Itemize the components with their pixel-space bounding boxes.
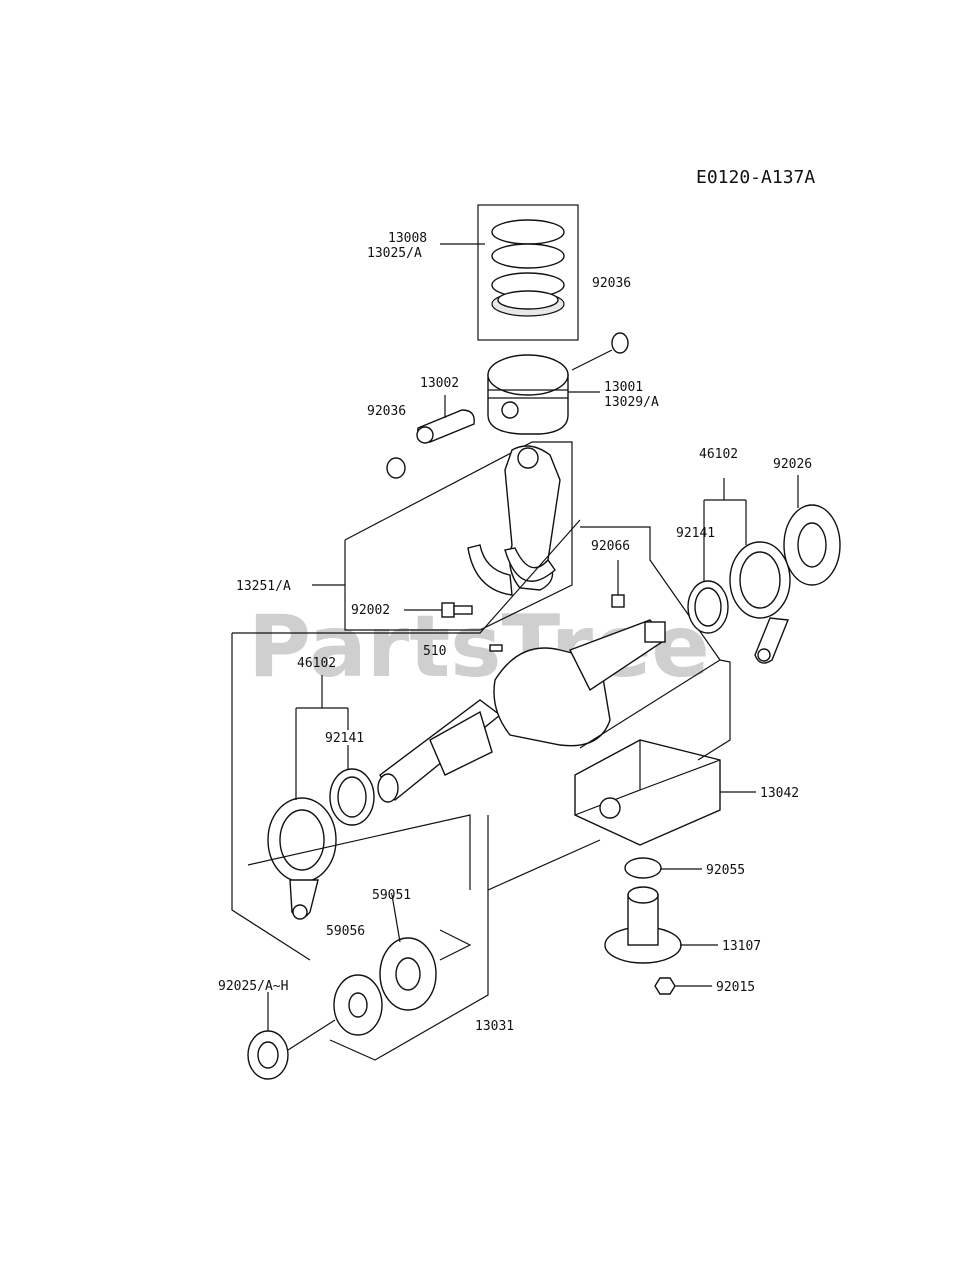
crankshaft-key[interactable]: [489, 644, 503, 652]
lower-box-left: [231, 633, 311, 961]
balancer-weight[interactable]: [574, 739, 721, 846]
label-92015: 92015: [716, 980, 755, 995]
label-13008: 13008: [388, 231, 427, 246]
label-92002: 92002: [351, 603, 390, 618]
nut[interactable]: [654, 977, 676, 995]
balancer-rod-right[interactable]: [729, 541, 791, 664]
piston-pin[interactable]: [416, 409, 475, 444]
right-rod-bracket: [697, 659, 731, 761]
diagram-code: E0120-A137A: [696, 167, 815, 188]
crankshaft[interactable]: [377, 619, 667, 803]
bearing-right[interactable]: [687, 580, 729, 634]
bearing-left[interactable]: [329, 768, 375, 826]
label-46102-left: 46102: [297, 656, 336, 671]
washer-92025[interactable]: [247, 1019, 336, 1080]
gear-59051[interactable]: [379, 937, 437, 1011]
plug[interactable]: [611, 560, 625, 608]
label-13107: 13107: [722, 939, 761, 954]
label-13042: 13042: [760, 786, 799, 801]
label-92036-top: 92036: [592, 276, 631, 291]
label-92036-left: 92036: [367, 404, 406, 419]
label-13002: 13002: [420, 376, 459, 391]
label-59051: 59051: [372, 888, 411, 903]
connecting-rod-assembly-upper[interactable]: [344, 441, 573, 631]
shaft-flange[interactable]: [604, 886, 682, 964]
piston-ring-set[interactable]: [477, 204, 579, 341]
lower-box-bottom: [329, 890, 489, 1061]
piston[interactable]: [487, 354, 569, 435]
left-rod-bracket: [247, 814, 471, 890]
label-92141-right: 92141: [676, 526, 715, 541]
gear-bracket: [439, 929, 472, 961]
o-ring[interactable]: [624, 857, 662, 879]
label-13029a: 13029/A: [604, 395, 659, 410]
leader-59051: [391, 894, 401, 943]
label-46102-right: 46102: [699, 447, 738, 462]
lower-box-mid: [487, 815, 601, 891]
label-92055: 92055: [706, 863, 745, 878]
label-13025a: 13025/A: [367, 246, 422, 261]
piston-pin-circlip-left[interactable]: [386, 457, 406, 479]
label-59056: 59056: [326, 924, 365, 939]
label-13001: 13001: [604, 380, 643, 395]
balancer-rod-left[interactable]: [267, 797, 337, 920]
label-92141-left: 92141: [325, 731, 364, 746]
label-92066: 92066: [591, 539, 630, 554]
label-13251a: 13251/A: [236, 579, 291, 594]
crankshaft-bracket: [579, 526, 721, 749]
gear-59056[interactable]: [333, 974, 383, 1036]
washer-right[interactable]: [783, 504, 841, 586]
lower-box-top: [232, 519, 581, 634]
piston-pin-circlip-right[interactable]: [571, 332, 629, 371]
label-92025: 92025/A~H: [218, 979, 288, 994]
label-510: 510: [423, 644, 446, 659]
label-92026: 92026: [773, 457, 812, 472]
label-13031: 13031: [475, 1019, 514, 1034]
